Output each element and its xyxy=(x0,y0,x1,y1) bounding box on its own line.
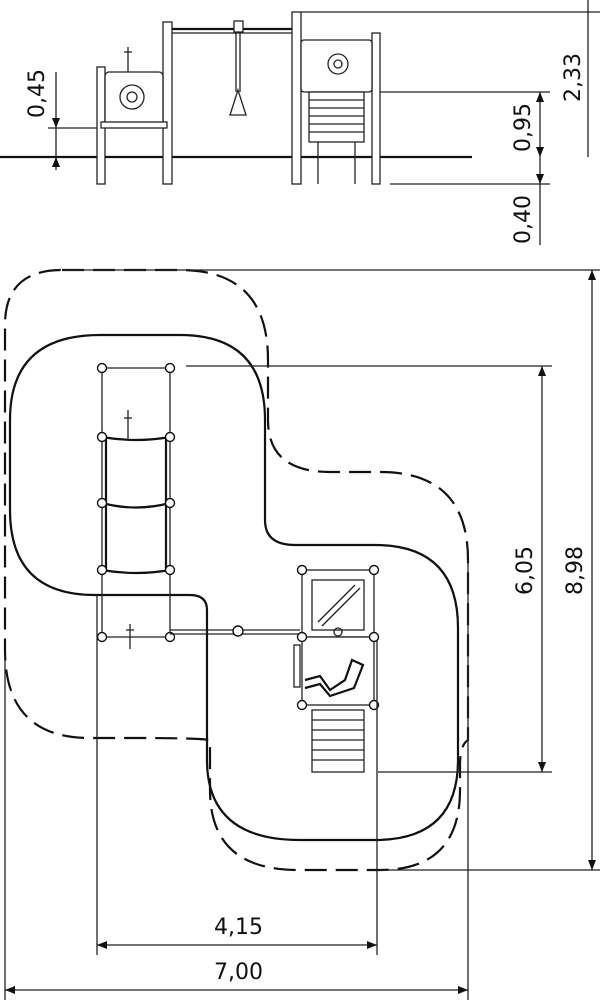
impact-area-outline xyxy=(8,333,460,842)
dim-safety-length: 8,98 xyxy=(62,269,600,871)
dim-label-898: 8,98 xyxy=(563,546,588,595)
side-elevation: 0,45 0,95 2,33 0,40 xyxy=(0,0,600,245)
tower-platform-plan xyxy=(293,564,380,711)
dim-label-700: 7,00 xyxy=(214,960,263,985)
dim-safety-width: 7,00 xyxy=(4,560,469,1000)
dim-equipment-width: 4,15 xyxy=(96,595,378,955)
dim-platform-left: 0,45 xyxy=(25,69,97,170)
dim-label-045: 0,45 xyxy=(25,69,50,118)
steps-plan xyxy=(311,709,365,773)
dim-label-095: 0,95 xyxy=(511,103,536,152)
right-tower-elevation xyxy=(291,11,381,185)
dim-foundation: 0,40 xyxy=(390,157,550,245)
dim-label-605: 6,05 xyxy=(513,546,538,595)
dim-equipment-length: 6,05 xyxy=(186,365,552,773)
dim-platform-right: 0,95 xyxy=(380,91,550,157)
dim-label-415: 4,15 xyxy=(214,915,263,940)
dim-total-height: 2,33 xyxy=(301,0,600,157)
safety-area-outer-outline xyxy=(3,268,470,872)
left-platform-elevation xyxy=(96,21,173,185)
dim-label-040: 0,40 xyxy=(511,195,536,244)
swing-beam-plan xyxy=(170,625,300,637)
dim-label-233: 2,33 xyxy=(561,53,586,102)
swing-elevation xyxy=(172,20,296,116)
climbing-frame-plan xyxy=(96,362,176,649)
plan-view: 6,05 8,98 4,15 7,00 xyxy=(3,268,600,1000)
